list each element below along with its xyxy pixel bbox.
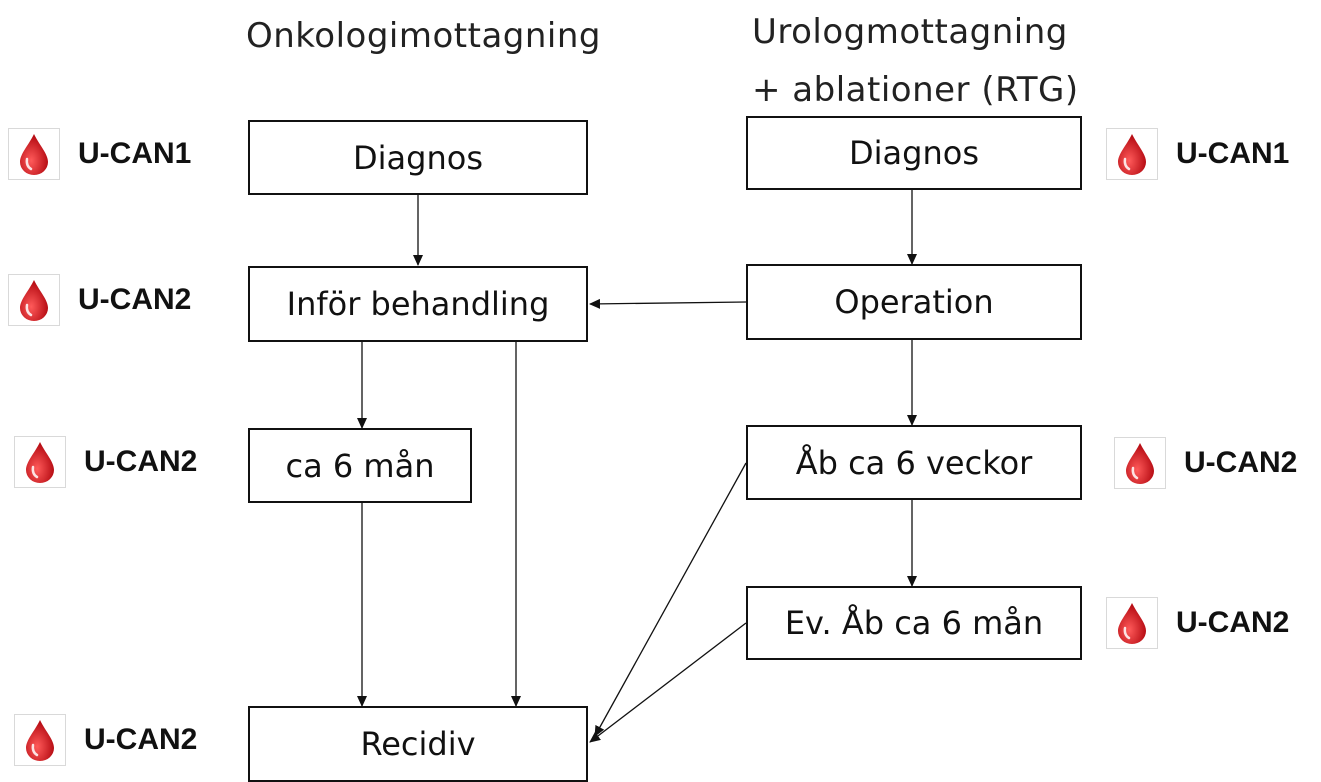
blood-drop-icon xyxy=(1106,597,1158,649)
tag-right-ucan2-ab6veckor: U-CAN2 xyxy=(1114,437,1297,489)
heading-onkologimottagning: Onkologimottagning xyxy=(246,16,601,56)
blood-drop-icon xyxy=(1114,437,1166,489)
tag-label: U-CAN1 xyxy=(1176,137,1290,170)
blood-drop-icon xyxy=(8,274,60,326)
box-ab-6-veckor: Åb ca 6 veckor xyxy=(746,425,1082,500)
blood-drop-icon xyxy=(1106,128,1158,180)
tag-right-ucan1: U-CAN1 xyxy=(1106,128,1289,180)
blood-drop-icon xyxy=(14,436,66,488)
tag-label: U-CAN2 xyxy=(84,445,198,478)
tag-right-ucan2-evab: U-CAN2 xyxy=(1106,597,1289,649)
box-recidiv: Recidiv xyxy=(248,706,588,782)
arrow-operation-to-infor xyxy=(589,298,747,309)
blood-drop-icon xyxy=(8,128,60,180)
tag-left-ucan1: U-CAN1 xyxy=(8,128,191,180)
heading-ablationer: + ablationer (RTG) xyxy=(752,70,1079,110)
tag-left-ucan2-infor: U-CAN2 xyxy=(8,274,191,326)
blood-drop-icon xyxy=(14,714,66,766)
tag-label: U-CAN2 xyxy=(1184,446,1298,479)
tag-label: U-CAN2 xyxy=(84,723,198,756)
box-infor-behandling: Inför behandling xyxy=(248,266,588,342)
tag-label: U-CAN1 xyxy=(78,137,192,170)
tag-left-ucan2-recidiv: U-CAN2 xyxy=(14,714,197,766)
box-ev-ab-6-man: Ev. Åb ca 6 mån xyxy=(746,586,1082,660)
box-ca-6-man: ca 6 mån xyxy=(248,428,472,503)
heading-urologmottagning: Urologmottagning xyxy=(752,12,1068,52)
box-operation: Operation xyxy=(746,264,1082,340)
arrow-ab6veckor-to-recidiv xyxy=(594,462,747,737)
tag-label: U-CAN2 xyxy=(78,283,192,316)
tag-left-ucan2-ca6man: U-CAN2 xyxy=(14,436,197,488)
box-onk-diagnos: Diagnos xyxy=(248,120,588,195)
arrow-evab-to-recidiv xyxy=(589,622,747,743)
box-uro-diagnos: Diagnos xyxy=(746,116,1082,190)
tag-label: U-CAN2 xyxy=(1176,606,1290,639)
